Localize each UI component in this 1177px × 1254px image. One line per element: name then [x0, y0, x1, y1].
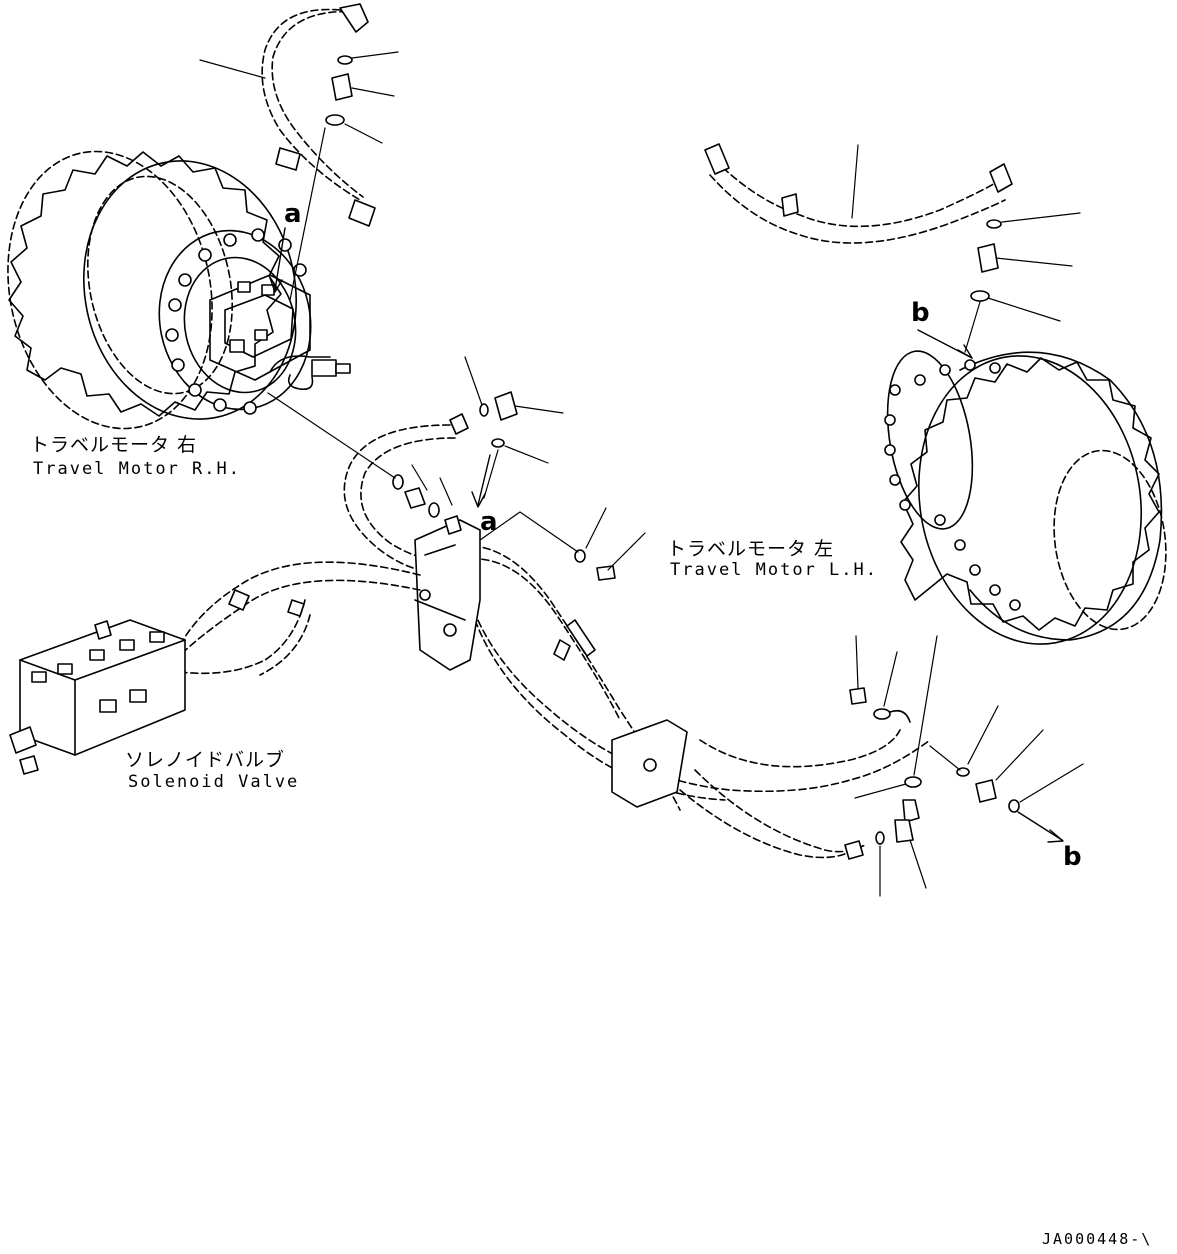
solenoid-label-en: Solenoid Valve: [128, 772, 300, 792]
solenoid-label-jp: ソレノイドバルブ: [125, 749, 286, 771]
motor-rh-label-jp: トラベルモータ 右: [30, 434, 198, 456]
hose-rh-upper: [261, 3, 376, 227]
motor-lh-label-en: Travel Motor L.H.: [670, 560, 878, 580]
solenoid-valve: [9, 619, 186, 775]
ref-a-top: a: [284, 199, 302, 229]
ref-b-bottom: b: [1063, 842, 1082, 872]
leader-lines: [199, 51, 1084, 897]
block-right-center: [611, 719, 688, 808]
travel-motor-rh: [7, 150, 351, 430]
motor-lh-label-jp: トラベルモータ 左: [667, 538, 835, 560]
drawing-code: JA000448-\: [1042, 1230, 1153, 1248]
fittings-rh-top: [325, 55, 353, 126]
small-parts: [392, 391, 1020, 845]
motor-rh-label-en: Travel Motor R.H.: [33, 459, 241, 479]
manifold-center: [414, 519, 481, 671]
ref-b-top: b: [911, 298, 930, 328]
travel-motor-lh: [884, 350, 1167, 645]
reference-arrows: [269, 227, 1064, 843]
hose-lh-upper: [704, 143, 1013, 244]
fittings-lh-top: [970, 219, 1002, 302]
ref-a-mid: a: [480, 507, 498, 537]
